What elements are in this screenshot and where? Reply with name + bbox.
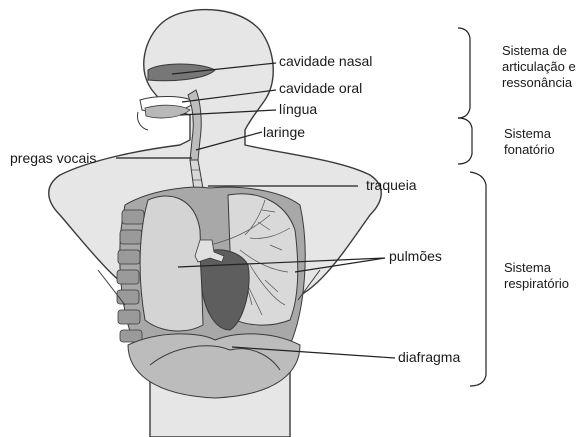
system-articulacao-line-3: ressonância xyxy=(502,75,576,91)
system-respiratorio-line-1: Sistema xyxy=(504,260,569,276)
system-articulacao: Sistema de articulação e ressonância xyxy=(502,43,576,91)
system-fonatorio: Sistema fonatório xyxy=(504,126,555,158)
left-lung xyxy=(140,196,203,331)
system-brackets xyxy=(458,28,486,386)
label-lingua: língua xyxy=(279,101,317,117)
system-respiratorio-line-2: respiratório xyxy=(504,276,569,292)
system-fonatorio-line-2: fonatório xyxy=(504,142,555,158)
system-articulacao-line-1: Sistema de xyxy=(502,43,576,59)
label-traqueia: traqueia xyxy=(366,177,417,193)
system-respiratorio: Sistema respiratório xyxy=(504,260,569,292)
label-diafragma: diafragma xyxy=(398,349,460,365)
bracket-respiratorio xyxy=(470,172,486,386)
bracket-articulacao xyxy=(458,28,470,118)
system-articulacao-line-2: articulação e xyxy=(502,59,576,75)
tongue xyxy=(145,105,190,118)
label-cavidade-oral: cavidade oral xyxy=(279,80,362,96)
bracket-fonatorio xyxy=(458,118,472,164)
label-laringe: laringe xyxy=(263,124,305,140)
label-pregas-vocais: pregas vocais xyxy=(10,150,96,166)
label-cavidade-nasal: cavidade nasal xyxy=(279,53,372,69)
label-pulmoes: pulmões xyxy=(389,248,442,264)
system-fonatorio-line-1: Sistema xyxy=(504,126,555,142)
